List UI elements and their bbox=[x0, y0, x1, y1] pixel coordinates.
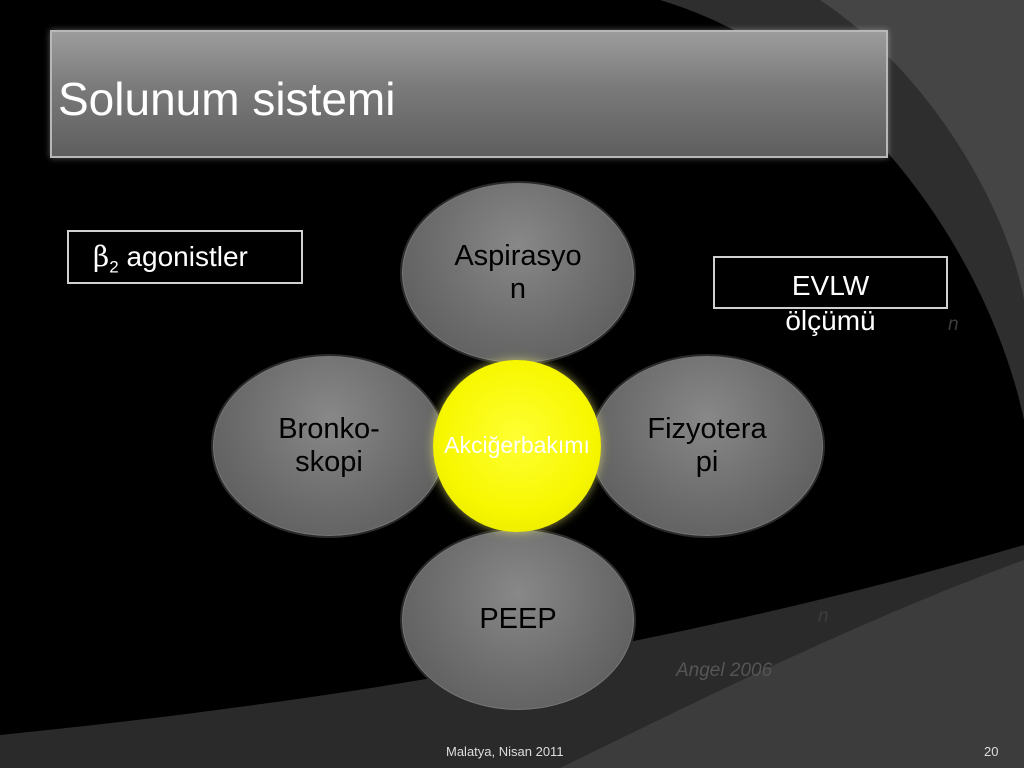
citation: Angel 2006 bbox=[676, 660, 773, 681]
petal-top-line1: Aspirasyo bbox=[454, 239, 582, 272]
evlw-line1: EVLW bbox=[791, 270, 870, 301]
center-akciger-bakimi: Akciğerbakımı bbox=[433, 360, 601, 532]
beta-agonist-box: β2 agonistler bbox=[67, 230, 303, 284]
slide-title: Solunum sistemi bbox=[58, 73, 396, 125]
beta-symbol: β bbox=[93, 240, 110, 273]
petal-bottom-line1: PEEP bbox=[479, 603, 557, 636]
petal-left-line2: skopi bbox=[295, 446, 363, 478]
center-line2: bakımı bbox=[520, 432, 590, 459]
petal-right-line1: Fizyotera bbox=[647, 412, 767, 445]
petal-right-line2: pi bbox=[695, 446, 719, 478]
beta-subscript: 2 bbox=[109, 257, 119, 277]
title-bar: Solunum sistemi bbox=[50, 30, 888, 158]
ghost-text-2: n bbox=[818, 606, 829, 627]
evlw-label: EVLW ölçümü bbox=[713, 268, 948, 338]
footer-text: Malatya, Nisan 2011 bbox=[446, 744, 564, 759]
page-number: 20 bbox=[984, 744, 999, 759]
petal-left-bronkoskopi: Bronko-skopi bbox=[211, 354, 447, 538]
evlw-box bbox=[713, 256, 948, 309]
evlw-line2: ölçümü bbox=[785, 305, 876, 336]
center-line1: Akciğer bbox=[444, 432, 521, 459]
ghost-text-1: n bbox=[948, 314, 959, 335]
petal-bottom-peep: PEEP bbox=[400, 528, 636, 712]
beta-text: agonistler bbox=[126, 241, 248, 272]
petal-top-line2: n bbox=[509, 273, 527, 305]
petal-left-line1: Bronko- bbox=[278, 412, 380, 445]
